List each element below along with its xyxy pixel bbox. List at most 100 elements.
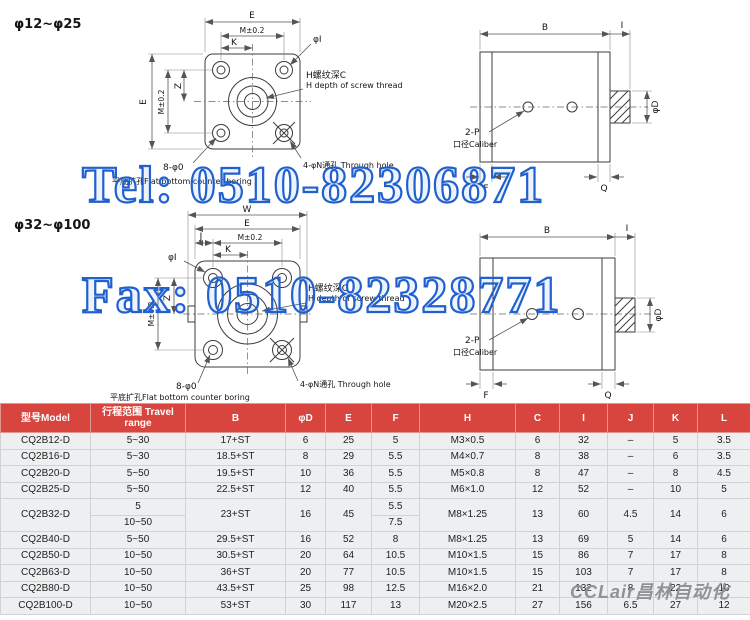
dim-label-m-left-2: M±0.2	[147, 301, 156, 326]
hole-dia-label-1: φI	[313, 35, 322, 45]
cbore-label-2: 8-φ0	[176, 382, 197, 392]
front-view-2-dimensions	[154, 211, 308, 384]
drawing-section-2: φ32~φ100	[14, 205, 664, 402]
dim-label-z-1: Z	[174, 83, 184, 89]
table-cell: 23+ST	[185, 498, 286, 532]
table-cell: 17	[653, 564, 698, 582]
table-cell: CQ2B16-D	[0, 448, 91, 466]
table-cell: 10~50	[90, 580, 186, 598]
table-cell: 12.5	[371, 580, 420, 598]
table-cell: 5.5	[371, 465, 420, 483]
column-header: L	[697, 403, 750, 433]
table-cell: 29	[325, 448, 372, 466]
table-cell: 17+ST	[185, 432, 286, 450]
table-cell: 5~50	[90, 465, 186, 483]
section2-title: φ32~φ100	[14, 218, 90, 233]
table-cell: 5	[607, 531, 654, 549]
column-header: H	[419, 403, 516, 433]
table-cell: CQ2B25-D	[0, 481, 91, 499]
table-cell: M6×1.0	[419, 481, 516, 499]
table-cell: 47	[559, 465, 608, 483]
table-cell: 10~50	[90, 597, 186, 615]
table-cell: 5~30	[90, 432, 186, 450]
table-cell: 52	[559, 481, 608, 499]
table-cell: CQ2B40-D	[0, 531, 91, 549]
cbore-label-1: 8-φ0	[163, 163, 184, 173]
table-cell: 14	[653, 531, 698, 549]
table-cell: 5	[697, 481, 750, 499]
table-cell: 10~50	[90, 514, 186, 532]
table-cell: 38	[559, 448, 608, 466]
hole-dia-label-2: φI	[168, 253, 177, 263]
drawing-section-1: φ12~φ25	[14, 11, 661, 194]
table-cell: 4.5	[607, 498, 654, 532]
table-cell: 8	[697, 564, 750, 582]
table-cell: 45	[325, 498, 372, 532]
side-view-2-dimensions	[466, 233, 655, 389]
table-cell: 10.5	[371, 564, 420, 582]
table-cell: 4.5	[697, 465, 750, 483]
column-header: J	[607, 403, 654, 433]
dim-label-k-1: K	[231, 38, 238, 48]
table-cell: 15	[515, 564, 560, 582]
dim-label-m-top-1: M±0.2	[240, 26, 265, 35]
dim-label-f-2: F	[483, 391, 488, 401]
table-cell: 27	[515, 597, 560, 615]
dim-label-e-left-1: E	[139, 99, 149, 105]
column-header: 型号Model	[0, 403, 91, 433]
table-cell: 43.5+ST	[185, 580, 286, 598]
table-cell: 17	[653, 547, 698, 565]
table-cell: 10~50	[90, 547, 186, 565]
table-cell: 12	[285, 481, 326, 499]
table-cell: 5	[653, 432, 698, 450]
table-cell: –	[607, 448, 654, 466]
table-cell: 7	[607, 564, 654, 582]
table-cell: CQ2B50-D	[0, 547, 91, 565]
dim-label-f-1: F	[483, 184, 488, 194]
thread-label-cn-2: H螺纹深C	[308, 282, 348, 294]
front-view-1-dimensions	[148, 18, 312, 164]
dim-label-q-1: Q	[600, 184, 607, 194]
table-cell: 8	[515, 465, 560, 483]
rod-dia-label-2: φD	[654, 309, 664, 322]
table-cell: CQ2B32-D	[0, 498, 91, 532]
dim-label-i-1: I	[621, 21, 624, 31]
dim-label-i-2: I	[626, 224, 629, 234]
table-cell: 6	[697, 531, 750, 549]
table-cell: 30	[285, 597, 326, 615]
table-cell: 25	[285, 580, 326, 598]
table-cell: 25	[325, 432, 372, 450]
table-cell: 117	[325, 597, 372, 615]
table-cell: 22.5+ST	[185, 481, 286, 499]
side-view-2	[470, 257, 652, 371]
table-cell: 64	[325, 547, 372, 565]
table-cell: 77	[325, 564, 372, 582]
table-cell: 5.5	[371, 481, 420, 499]
table-cell: 10	[285, 465, 326, 483]
column-header: C	[515, 403, 560, 433]
side-view-1-dimensions	[466, 30, 652, 182]
caliber-label-2: 口径Caliber	[453, 347, 498, 357]
table-cell: 36	[325, 465, 372, 483]
dim-label-e-top-2: E	[244, 219, 250, 229]
table-cell: 20	[285, 547, 326, 565]
table-cell: CQ2B12-D	[0, 432, 91, 450]
column-header: K	[653, 403, 698, 433]
table-cell: 30.5+ST	[185, 547, 286, 565]
table-cell: M8×1.25	[419, 531, 516, 549]
table-cell: 5~50	[90, 481, 186, 499]
table-cell: 6	[515, 432, 560, 450]
table-cell: CQ2B20-D	[0, 465, 91, 483]
dim-label-k-2: K	[225, 245, 232, 255]
table-cell: 5~30	[90, 448, 186, 466]
column-header: F	[371, 403, 420, 433]
table-cell: 5~50	[90, 531, 186, 549]
table-cell: 10	[697, 580, 750, 598]
dim-label-m-left-1: M±0.2	[157, 89, 166, 114]
table-cell: 8	[653, 465, 698, 483]
table-cell: 13	[371, 597, 420, 615]
